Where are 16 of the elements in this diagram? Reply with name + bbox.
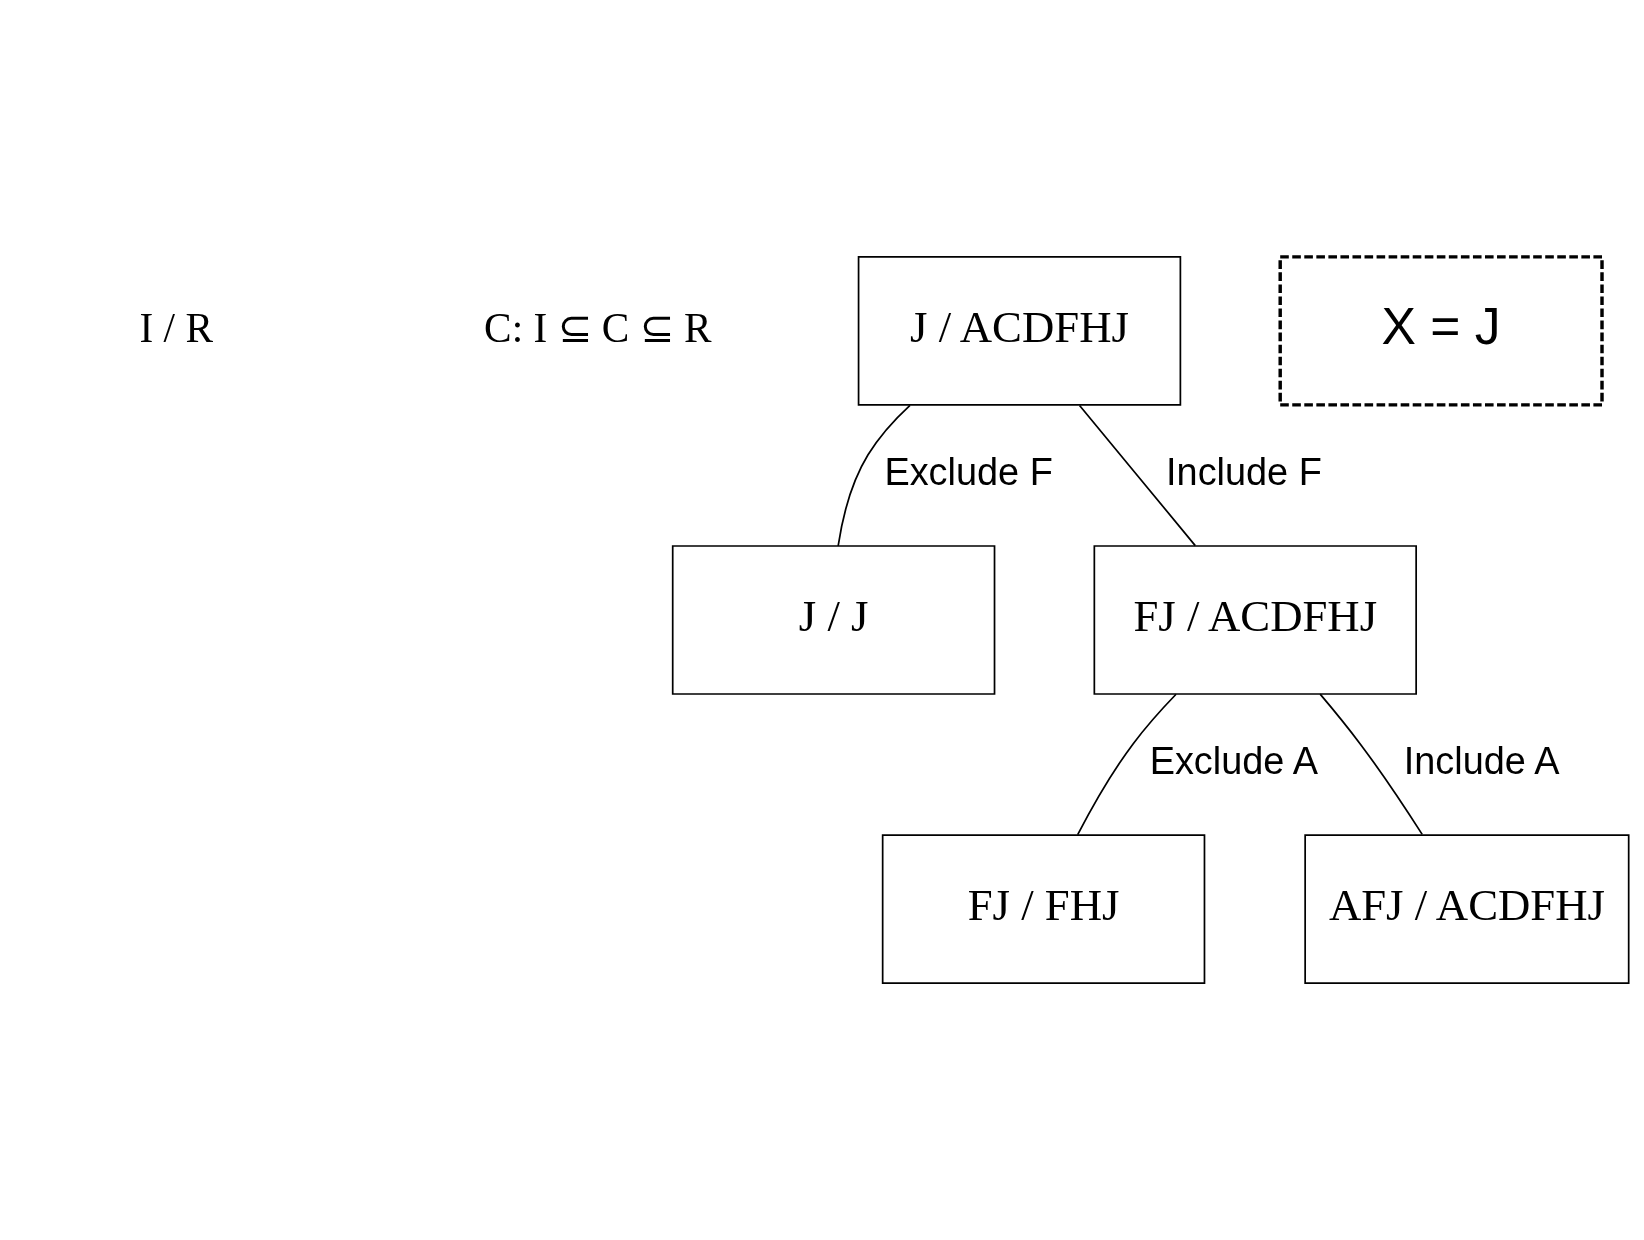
node-box: J / J (671, 545, 996, 695)
connector (837, 404, 911, 547)
node-box: FJ / FHJ (881, 834, 1206, 984)
edge-label: Exclude A (1149, 740, 1316, 783)
connector (1319, 693, 1424, 836)
label: C: I ⊆ C ⊆ R (484, 304, 712, 351)
edge-label: Exclude F (884, 451, 1053, 494)
node-box: FJ / ACDFHJ (1093, 545, 1417, 695)
connector (1078, 404, 1197, 547)
connector (1076, 693, 1177, 836)
node-box: J / ACDFHJ (857, 256, 1182, 406)
node-box: X = J (1278, 255, 1604, 407)
edge-label: Include A (1403, 740, 1558, 783)
edge-label: Include F (1166, 451, 1322, 494)
label: I / R (139, 304, 213, 351)
node-box: AFJ / ACDFHJ (1304, 834, 1630, 984)
